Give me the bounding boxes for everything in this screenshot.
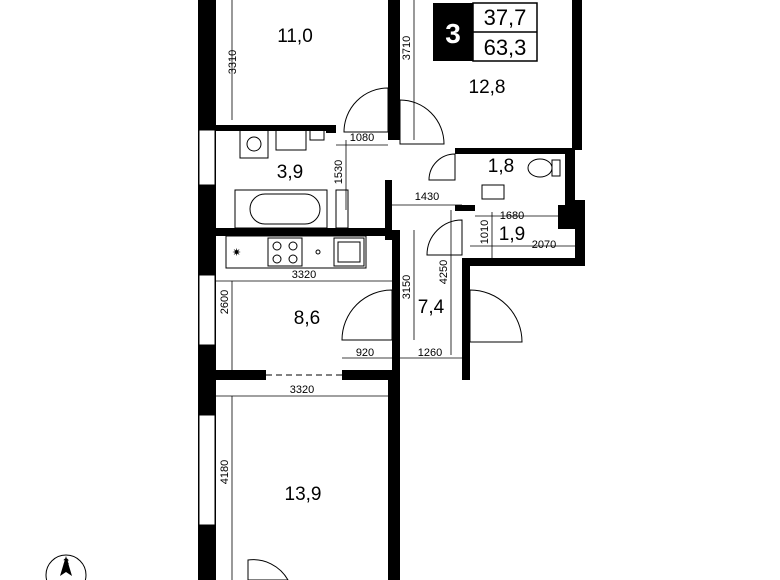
dim-1260: 1260 xyxy=(418,347,442,359)
wall-toilet-right xyxy=(565,148,575,208)
compass-label: 3 xyxy=(63,557,69,569)
kitchen-sink-icon xyxy=(333,237,365,267)
wall-closet-bottom xyxy=(462,258,585,266)
bathroom-sink-icon xyxy=(275,129,307,151)
dim-4250: 4250 xyxy=(438,260,450,284)
dim-1530: 1530 xyxy=(333,160,345,184)
door-entrance xyxy=(469,289,523,343)
room-label-closet: 1,9 xyxy=(499,224,525,245)
washing-machine-icon xyxy=(239,129,269,159)
kitchen-counter-icon xyxy=(225,235,367,269)
dim-1430: 1430 xyxy=(415,191,439,203)
wall-kitchen-bottom-right xyxy=(342,370,400,380)
toilet-sink-icon xyxy=(481,184,505,200)
dim-3150: 3150 xyxy=(401,275,413,299)
living-area: 37,7 xyxy=(484,5,527,30)
door-closet xyxy=(426,219,463,256)
wall-bathroom-top xyxy=(216,125,326,131)
window-bathroom xyxy=(198,129,216,186)
washing-machine-drum-icon xyxy=(246,136,262,152)
stove-burner-icon xyxy=(288,241,298,251)
bathroom-cabinet-icon xyxy=(335,189,349,229)
wall-top-middle xyxy=(388,0,400,140)
wall-kitchen-bottom-left xyxy=(216,370,266,380)
stove-burner-icon xyxy=(272,241,282,251)
door-toilet xyxy=(428,153,456,181)
window-room-bottom xyxy=(198,414,216,526)
stove-burner-icon xyxy=(288,254,298,264)
wall-closet-stub xyxy=(558,205,578,229)
dim-3710: 3710 xyxy=(401,36,413,60)
room-label-top-right: 12,8 xyxy=(469,77,506,98)
dim-1680: 1680 xyxy=(500,210,524,222)
wall-top-right xyxy=(572,0,582,150)
room-label-bathroom: 3,9 xyxy=(277,162,303,183)
door-room-bottom xyxy=(247,559,289,580)
bathroom-shelf-icon xyxy=(309,129,325,141)
wall-toilet-top xyxy=(455,148,575,154)
dim-3320-kitchen: 3320 xyxy=(292,269,316,281)
door-room-top-left xyxy=(343,87,389,133)
total-area: 63,3 xyxy=(484,35,527,60)
wall-hall-right xyxy=(462,258,470,380)
bathtub-basin-icon xyxy=(249,193,321,225)
wall-room-bottom-right xyxy=(388,380,400,580)
stove-burner-icon xyxy=(272,254,282,264)
wall-toilet-bottom xyxy=(455,205,475,211)
door-kitchen xyxy=(341,289,393,341)
dim-920: 920 xyxy=(356,347,374,359)
kitchen-sink-bowl-icon xyxy=(337,241,361,263)
dim-4180: 4180 xyxy=(219,460,231,484)
compass-icon: 3 xyxy=(45,554,87,580)
wall-bathroom-right xyxy=(385,180,392,240)
dim-3310: 3310 xyxy=(227,50,239,74)
door-room-top-right xyxy=(399,99,445,145)
toilet-bowl-icon xyxy=(527,158,553,178)
dim-2070: 2070 xyxy=(532,239,556,251)
room-label-kitchen: 8,6 xyxy=(294,308,320,329)
tap-icon xyxy=(315,249,321,255)
rooms-count-badge xyxy=(433,3,473,61)
rooms-count: 3 xyxy=(445,18,461,49)
dim-2600: 2600 xyxy=(219,290,231,314)
dim-1080: 1080 xyxy=(350,132,374,144)
dim-1010: 1010 xyxy=(479,220,491,244)
wall-hall-left xyxy=(392,230,400,380)
window-kitchen xyxy=(198,274,216,346)
toilet-tank-icon xyxy=(551,159,561,177)
room-label-toilet: 1,8 xyxy=(488,156,514,177)
stove-icon xyxy=(267,237,303,267)
ventilation-icon: ✷ xyxy=(232,247,241,259)
bathtub-icon xyxy=(234,189,328,229)
wall-closet-right xyxy=(575,200,585,265)
wall-stub xyxy=(326,125,336,133)
dim-3320-room: 3320 xyxy=(290,384,314,396)
room-label-bottom: 13,9 xyxy=(285,484,322,505)
room-label-hall: 7,4 xyxy=(418,297,445,318)
wall-kitchen-top xyxy=(216,228,392,236)
room-label-top-left: 11,0 xyxy=(277,26,313,47)
